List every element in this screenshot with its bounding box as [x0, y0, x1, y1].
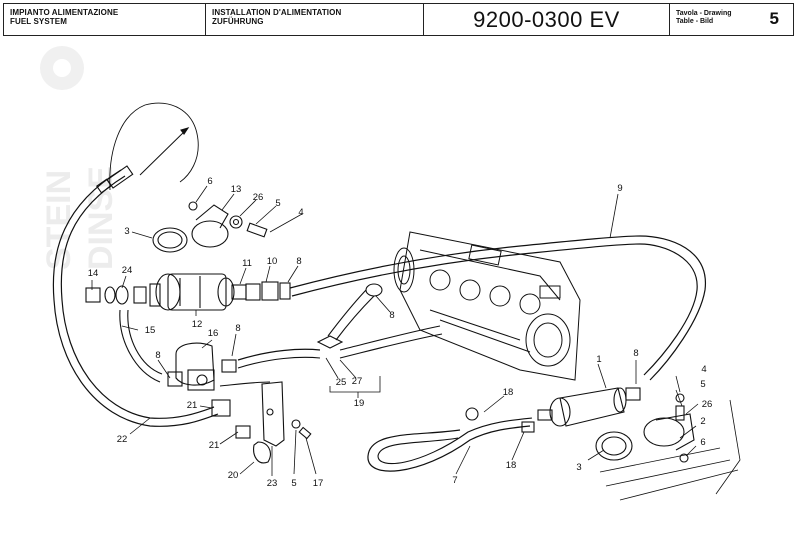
title-cell-left: IMPIANTO ALIMENTAZIONE FUEL SYSTEM [4, 4, 206, 35]
callout: 12 [192, 319, 203, 330]
watermark: STEIN DINSE [40, 46, 120, 270]
table-label-1: Tavola - Drawing [676, 10, 732, 17]
callout: 18 [503, 387, 514, 398]
callout: 16 [208, 328, 219, 339]
callout: 4 [701, 364, 706, 375]
callout: 6 [207, 176, 212, 187]
callout: 11 [242, 258, 252, 269]
watermark-line1: STEIN [40, 170, 78, 270]
clamp-upper [152, 201, 268, 253]
watermark-line2: DINSE [82, 166, 120, 270]
tank-outline [109, 102, 199, 191]
callout: 3 [124, 226, 129, 237]
callout: 26 [253, 192, 264, 203]
callout: 5 [275, 198, 280, 209]
callout: 7 [452, 475, 457, 486]
title-english: FUEL SYSTEM [10, 17, 67, 26]
callout: 4 [298, 207, 303, 218]
callout: 15 [145, 325, 156, 336]
bracket [261, 381, 285, 447]
callout: 2 [700, 416, 705, 427]
callout: 19 [354, 398, 365, 409]
lower-right-hose [367, 425, 531, 472]
return-hose-loop [60, 175, 215, 419]
callout: 22 [117, 434, 128, 445]
leader-lines [91, 185, 699, 476]
callout: 26 [702, 399, 713, 410]
pump-assembly-upper [85, 273, 291, 311]
callout: 6 [700, 437, 705, 448]
throttle-body [393, 231, 581, 381]
callout: 27 [352, 376, 363, 387]
callout: 5 [700, 379, 705, 390]
part-code-cell: 9200-0300 EV [424, 4, 670, 35]
callout: 21 [209, 440, 220, 451]
callouts: 6 13 26 5 4 3 9 14 24 11 10 8 12 8 8 15 … [88, 176, 713, 489]
part-code: 9200-0300 EV [473, 6, 620, 32]
mid-hose [237, 348, 321, 361]
callout: 13 [231, 184, 242, 195]
callout: 17 [313, 478, 324, 489]
callout: 8 [296, 256, 301, 267]
callout: 18 [506, 460, 517, 471]
callout: 1 [596, 354, 601, 365]
title-german: ZUFÜHRUNG [212, 17, 264, 26]
callout: 25 [336, 377, 347, 388]
table-cell: Tavola - Drawing Table - Bild 5 [670, 4, 793, 35]
table-label-2: Table - Bild [676, 18, 714, 25]
filter-assembly-right [537, 387, 741, 501]
callout: 24 [122, 265, 133, 276]
callout: 23 [267, 478, 278, 489]
page-number: 5 [769, 9, 779, 28]
callout: 21 [187, 400, 198, 411]
callout: 8 [235, 323, 240, 334]
title-block: IMPIANTO ALIMENTAZIONE FUEL SYSTEM INSTA… [3, 3, 794, 36]
callout: 5 [291, 478, 296, 489]
title-french: INSTALLATION D'ALIMENTATION [212, 8, 342, 17]
callout: 3 [576, 462, 581, 473]
callout: 8 [633, 348, 638, 359]
callout: 8 [389, 310, 394, 321]
feed-hose-top [289, 235, 706, 381]
callout: 10 [267, 256, 278, 267]
callout: 14 [88, 268, 99, 279]
callout: 9 [617, 183, 622, 194]
title-italian: IMPIANTO ALIMENTAZIONE [10, 8, 119, 17]
title-cell-middle: INSTALLATION D'ALIMENTATION ZUFÜHRUNG [206, 4, 424, 35]
callout: 20 [228, 470, 239, 481]
callout: 8 [155, 350, 160, 361]
